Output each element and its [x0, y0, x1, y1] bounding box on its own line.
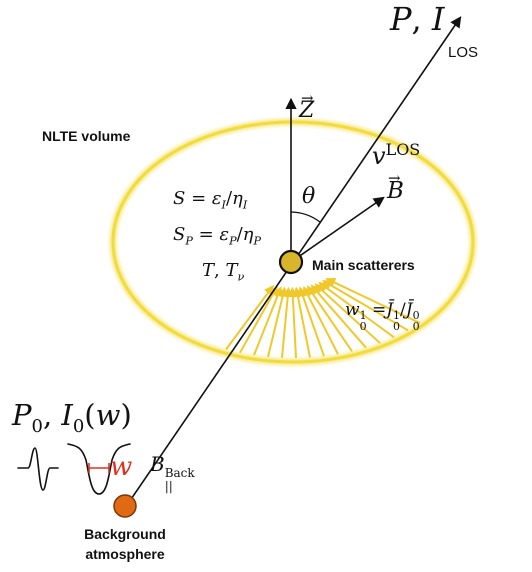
background-atmosphere-label: Background atmosphere [60, 524, 190, 564]
ray-5 [281, 286, 293, 358]
ray-12 [314, 283, 381, 344]
main-scatterers-dot [278, 249, 304, 275]
equation-s-intensity: S = εI/ηI [173, 188, 248, 212]
equation-s-polarization: SP = εP/ηP [173, 224, 261, 248]
b-field-label: → B [387, 169, 404, 204]
background-source-dot [113, 494, 137, 518]
ray-4 [267, 286, 288, 358]
nlte-volume-label: NLTE volume [42, 128, 131, 144]
line-width-label: w [110, 452, 133, 482]
equation-temperatures: T, Tν [202, 260, 245, 284]
ray-2 [239, 285, 278, 354]
ray-11 [310, 284, 367, 349]
los-label: P, I [390, 0, 445, 38]
ray-15 [325, 277, 421, 324]
nlte-volume-ellipse [109, 118, 477, 366]
ray-14 [322, 280, 409, 332]
ray-6 [287, 286, 298, 359]
main-scatterers-label: Main scatterers [312, 257, 415, 273]
background-atmosphere-line2: atmosphere [85, 546, 165, 562]
ray-9 [303, 286, 339, 355]
ray-13 [318, 281, 395, 339]
line-profiles [17, 443, 131, 495]
b-field-arrow [290, 196, 385, 263]
v-los-label: vLOS [372, 140, 421, 170]
los-subscript: LOS [448, 44, 479, 61]
ray-10 [306, 285, 353, 352]
width-marker [88, 463, 110, 473]
incident-radiation-label: P0, I0(w) [12, 398, 132, 437]
theta-arc [290, 211, 321, 223]
ray-7 [292, 286, 311, 358]
theta-label: θ [302, 184, 316, 209]
ray-8 [298, 286, 325, 357]
ray-3 [253, 286, 283, 356]
ray-1 [225, 284, 274, 350]
z-axis-label: → Z [299, 89, 315, 123]
radiation-rays [225, 277, 421, 359]
background-atmosphere-line1: Background [84, 526, 166, 542]
